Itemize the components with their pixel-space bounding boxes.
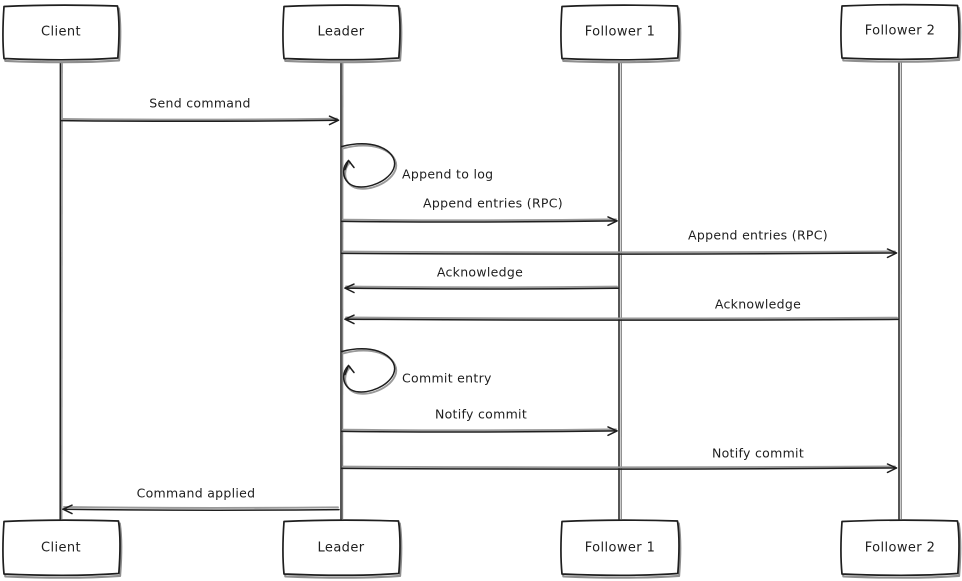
- actor-label-client-top: Client: [40, 24, 82, 40]
- message-label-send-command: Send command: [149, 95, 251, 111]
- actor-box-leader-bottom: [282, 519, 403, 579]
- arrowhead-right: [328, 115, 340, 126]
- lifeline-follower2: [898, 60, 902, 520]
- arrowhead-right: [886, 248, 898, 259]
- message-label-acknowledge-f1: Acknowledge: [436, 264, 524, 280]
- actor-box-follower2-bottom: [840, 519, 962, 579]
- actor-label-follower1-top: Follower 1: [584, 24, 656, 40]
- lifeline-leader: [340, 60, 344, 520]
- message-label-command-applied: Command applied: [136, 485, 256, 501]
- message-label-notify-commit-f2: Notify commit: [711, 445, 805, 461]
- actor-label-leader-top: Leader: [317, 24, 365, 40]
- arrow-notify-commit-f1: [341, 426, 618, 437]
- message-label-append-entries-f2: Append entries (RPC): [688, 227, 828, 243]
- actor-box-follower2-top: [840, 3, 962, 63]
- actor-label-follower2-bottom: Follower 2: [864, 540, 936, 556]
- message-label-append-to-log: Append to log: [402, 166, 494, 182]
- arrowhead-left: [62, 504, 73, 515]
- arrowhead-left: [344, 283, 355, 294]
- arrowhead-right: [607, 216, 618, 227]
- lifeline-client: [59, 60, 63, 520]
- arrowhead-right: [607, 426, 618, 437]
- arrowhead-right: [886, 463, 898, 474]
- arrowhead-up: [344, 364, 355, 376]
- actor-label-leader-bottom: Leader: [317, 540, 365, 556]
- lifeline-follower1: [618, 60, 622, 520]
- actor-box-client-bottom: [2, 519, 123, 579]
- actor-label-follower2-top: Follower 2: [864, 23, 936, 39]
- actor-label-client-bottom: Client: [40, 540, 82, 556]
- actor-box-follower1-bottom: [560, 519, 682, 579]
- actor-box-follower1-top: [560, 4, 682, 64]
- actor-label-follower1-bottom: Follower 1: [584, 540, 656, 556]
- arrow-acknowledge-f1: [344, 283, 619, 294]
- arrow-command-applied: [62, 504, 340, 515]
- arrow-send-command: [60, 115, 340, 126]
- self-loop-commit-entry: [341, 348, 398, 395]
- message-label-commit-entry: Commit entry: [402, 370, 492, 386]
- message-label-notify-commit-f1: Notify commit: [434, 406, 528, 422]
- message-label-acknowledge-f2: Acknowledge: [714, 296, 802, 312]
- arrowhead-left: [344, 314, 355, 325]
- actor-box-client-top: [2, 4, 122, 64]
- self-loop-append-to-log: [341, 143, 398, 190]
- arrow-notify-commit-f2: [341, 463, 898, 474]
- arrow-acknowledge-f2: [344, 314, 899, 325]
- actor-box-leader-top: [282, 4, 403, 64]
- arrowhead-up: [344, 159, 355, 171]
- arrow-append-entries-f2: [341, 248, 898, 259]
- arrow-append-entries-f1: [341, 216, 618, 227]
- message-label-append-entries-f1: Append entries (RPC): [423, 195, 563, 211]
